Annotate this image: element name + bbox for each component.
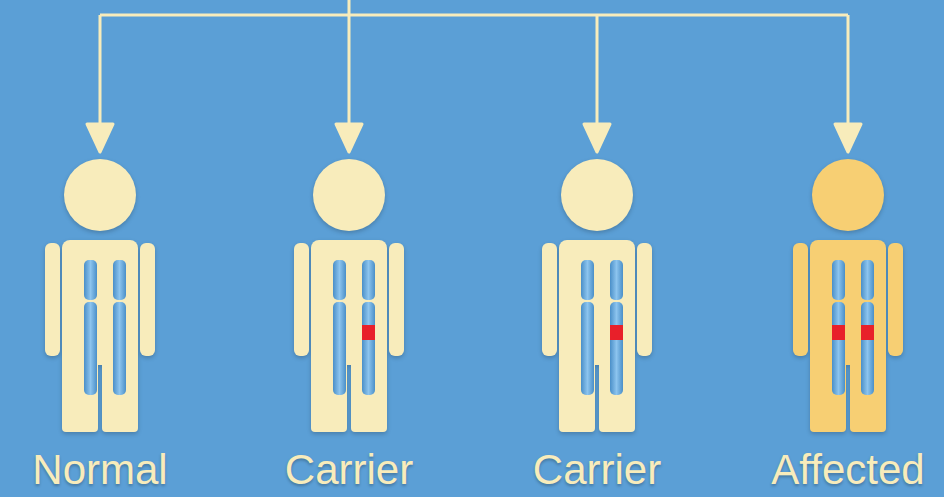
genotype-label: Normal [0, 445, 210, 495]
chromosome-arm [861, 260, 874, 300]
chromosome-pair [333, 260, 375, 395]
chromosome-arm [333, 302, 346, 395]
body-shape [793, 159, 903, 432]
chromosome-arm [581, 260, 594, 300]
chromosome [113, 260, 126, 395]
head [561, 159, 633, 231]
chromosome-arm [113, 302, 126, 395]
chromosome-pair [84, 260, 126, 395]
chromosome-arm [84, 260, 97, 300]
head [313, 159, 385, 231]
torso [810, 240, 886, 365]
chromosome [861, 260, 874, 395]
torso [311, 240, 387, 365]
chromosome-arm [581, 302, 594, 395]
torso [62, 240, 138, 365]
body-shape [542, 159, 652, 432]
chromosome-pair [581, 260, 623, 395]
chromosome [362, 260, 375, 395]
branch-line [596, 15, 599, 128]
chromosome [610, 260, 623, 395]
chromosome-arm [832, 302, 845, 395]
body-shape [294, 159, 404, 432]
parent-line [100, 14, 848, 17]
chromosome [84, 260, 97, 395]
chromosome-pair [832, 260, 874, 395]
chromosome [581, 260, 594, 395]
arm [45, 243, 60, 356]
body-shape [45, 159, 155, 432]
chromosome-arm [610, 260, 623, 300]
person-figure: Carrier [259, 155, 439, 497]
arm [294, 243, 309, 356]
torso [559, 240, 635, 365]
person-silhouette [507, 155, 687, 440]
person-silhouette [259, 155, 439, 440]
person-silhouette [758, 155, 938, 440]
chromosome-arm [84, 302, 97, 395]
mutation-band [861, 325, 874, 340]
person-figure: Normal [10, 155, 190, 497]
person-figure: Affected [758, 155, 938, 497]
arrow-head [336, 124, 362, 152]
arrow-head [87, 124, 113, 152]
genotype-label: Carrier [487, 445, 707, 495]
person-silhouette [10, 155, 190, 440]
arm [542, 243, 557, 356]
chromosome [333, 260, 346, 395]
chromosome-arm [113, 260, 126, 300]
arm [888, 243, 903, 356]
mutation-band [610, 325, 623, 340]
branch-line [847, 15, 850, 128]
arrow-head [584, 124, 610, 152]
chromosome-arm [362, 302, 375, 395]
arrow-head [835, 124, 861, 152]
chromosome-arm [362, 260, 375, 300]
chromosome-arm [832, 260, 845, 300]
mutation-band [362, 325, 375, 340]
head [812, 159, 884, 231]
chromosome-arm [333, 260, 346, 300]
chromosome-arm [610, 302, 623, 395]
branch-line [348, 15, 351, 128]
chromosome-arm [861, 302, 874, 395]
genotype-label: Carrier [239, 445, 459, 495]
arm [637, 243, 652, 356]
person-figure: Carrier [507, 155, 687, 497]
arm [793, 243, 808, 356]
branch-line [99, 15, 102, 128]
arm [140, 243, 155, 356]
arm [389, 243, 404, 356]
head [64, 159, 136, 231]
mutation-band [832, 325, 845, 340]
parent-line [348, 0, 351, 15]
genotype-label: Affected [738, 445, 944, 495]
chromosome [832, 260, 845, 395]
